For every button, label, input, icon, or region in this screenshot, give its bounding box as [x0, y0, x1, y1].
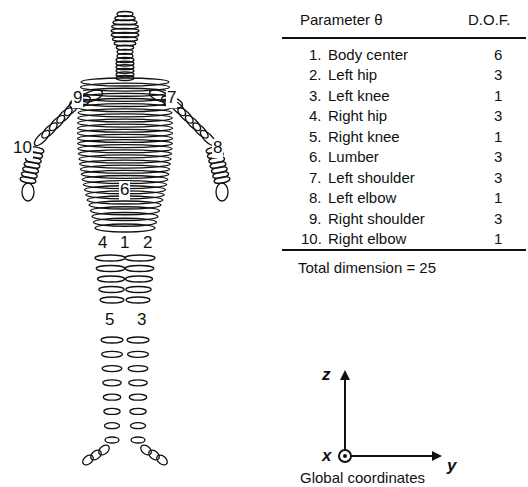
body-ellipse	[212, 171, 229, 180]
body-ellipse	[125, 255, 155, 261]
table-cell: Right hip	[328, 108, 387, 125]
table-cell: 1.	[309, 47, 322, 64]
table-cell: 1	[494, 231, 502, 248]
table-cell: Left hip	[328, 67, 377, 84]
table-cell: Right shoulder	[328, 211, 425, 228]
table-cell: Left shoulder	[328, 170, 415, 187]
body-ellipse	[32, 128, 52, 148]
body-ellipse	[95, 224, 155, 232]
body-ellipse	[102, 351, 123, 357]
table-cell: Right elbow	[328, 231, 406, 248]
callout-number: 1	[119, 234, 130, 253]
body-ellipse	[129, 380, 148, 386]
callout-number: 5	[104, 311, 115, 330]
table-cell: 3.	[309, 88, 322, 105]
table-cell: Body center	[328, 47, 408, 64]
table-cell: 3	[494, 108, 502, 125]
body-ellipse	[216, 183, 228, 201]
body-ellipse	[102, 366, 122, 372]
body-ellipse	[126, 297, 150, 303]
table-rule	[282, 37, 526, 39]
axis-label: x	[322, 447, 331, 466]
table-cell: 1	[494, 88, 502, 105]
z-axis	[344, 372, 346, 456]
body-ellipse	[211, 166, 228, 175]
body-ellipse	[96, 266, 125, 272]
body-ellipse	[126, 287, 152, 293]
body-ellipse	[210, 161, 227, 170]
body-ellipse	[95, 255, 125, 261]
callout-number: 7	[166, 89, 177, 108]
callout-number: 6	[119, 181, 130, 200]
table-total: Total dimension = 25	[298, 260, 436, 277]
body-ellipse	[24, 161, 41, 170]
callout-number: 8	[212, 139, 223, 158]
table-cell: 3	[494, 149, 502, 166]
body-ellipse	[128, 351, 149, 357]
table-cell: 3	[494, 170, 502, 187]
y-axis	[345, 455, 440, 457]
axis-label: z	[322, 366, 331, 385]
table-header: D.O.F.	[468, 12, 511, 29]
body-ellipse	[99, 287, 125, 293]
table-cell: Left elbow	[328, 190, 396, 207]
body-ellipse	[100, 297, 124, 303]
body-ellipse	[128, 366, 148, 372]
body-ellipse	[104, 408, 120, 414]
callout-number: 10	[12, 139, 33, 158]
body-ellipse	[126, 276, 153, 282]
body-ellipse	[98, 276, 125, 282]
table-cell: 7.	[309, 170, 322, 187]
callout-number: 3	[136, 311, 147, 330]
table-cell: 1	[494, 129, 502, 146]
body-ellipse	[22, 166, 39, 175]
body-ellipse	[130, 408, 146, 414]
body-ellipse	[139, 443, 153, 457]
table-cell: 4.	[309, 108, 322, 125]
table-cell: 3	[494, 67, 502, 84]
table-cell: 1	[494, 190, 502, 207]
table-cell: 9.	[309, 211, 322, 228]
body-ellipse	[129, 394, 146, 400]
table-cell: 10.	[301, 231, 322, 248]
table-header: Parameter θ	[300, 12, 383, 29]
table-cell: 3	[494, 211, 502, 228]
body-ellipse	[105, 437, 119, 443]
table-rule	[282, 249, 526, 251]
table-cell: 5.	[309, 129, 322, 146]
x-axis-symbol	[339, 450, 351, 462]
axis-caption: Global coordinates	[300, 470, 425, 487]
table-cell: 6.	[309, 149, 322, 166]
body-ellipse	[101, 337, 123, 343]
body-ellipse	[130, 423, 145, 429]
table-cell: Lumber	[328, 149, 379, 166]
table-cell: Left knee	[328, 88, 390, 105]
body-ellipse	[103, 380, 122, 386]
table-cell: 2.	[309, 67, 322, 84]
table-cell: 6	[494, 47, 502, 64]
callout-number: 2	[142, 234, 153, 253]
callout-number: 4	[97, 234, 108, 253]
body-ellipse	[104, 423, 119, 429]
body-ellipse	[22, 183, 34, 201]
table-cell: 8.	[309, 190, 322, 207]
callout-number: 9	[72, 89, 83, 108]
x-axis-dot	[343, 454, 347, 458]
body-ellipse	[131, 437, 145, 443]
body-ellipse	[125, 266, 154, 272]
body-ellipse	[103, 394, 120, 400]
axis-label: y	[447, 457, 456, 476]
table-cell: Right knee	[328, 129, 400, 146]
body-ellipse	[97, 443, 111, 457]
body-ellipse	[21, 171, 38, 180]
body-ellipse	[127, 337, 149, 343]
